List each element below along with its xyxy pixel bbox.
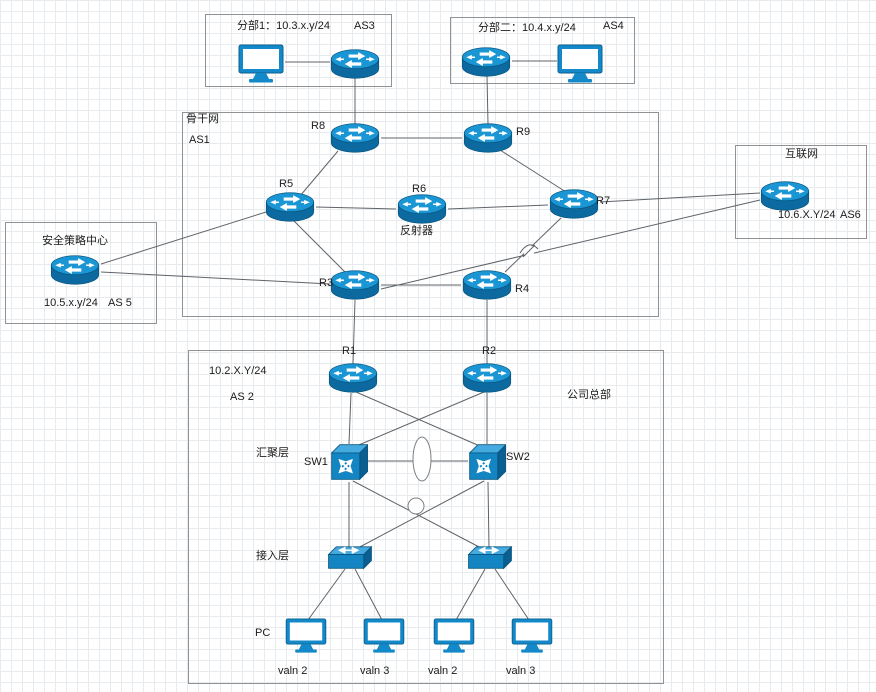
router-r7-icon[interactable]	[548, 189, 600, 219]
label-aggregation-layer: 汇聚层	[256, 447, 289, 459]
branch2-pc-monitor-icon[interactable]	[557, 44, 603, 84]
label-r8: R8	[311, 120, 326, 132]
branch1-title: 分部1：10.3.x.y/24	[237, 20, 330, 32]
backbone-as-label: AS1	[189, 134, 210, 146]
access-switch2-icon[interactable]	[467, 546, 513, 570]
label-sw2: SW2	[506, 451, 530, 463]
router-r8-icon[interactable]	[329, 123, 381, 153]
label-r9: R9	[516, 126, 531, 138]
pc3-monitor-icon[interactable]	[433, 618, 475, 654]
branch1-pc-monitor-icon[interactable]	[238, 44, 284, 84]
hq-box[interactable]	[188, 350, 664, 684]
label-r3: R3	[319, 277, 334, 289]
router-r3-icon[interactable]	[329, 270, 381, 300]
label-r6-role: 反射器	[400, 225, 433, 237]
internet-router-icon[interactable]	[759, 181, 811, 211]
branch1-router-icon[interactable]	[329, 49, 381, 79]
router-r2-icon[interactable]	[461, 363, 513, 393]
hq-as-label: AS 2	[230, 391, 254, 403]
label-vlan-pc1: valn 2	[278, 665, 308, 677]
security-router-icon[interactable]	[49, 255, 101, 285]
security-title: 安全策略中心	[42, 235, 108, 247]
label-sw1: SW1	[304, 456, 328, 468]
branch1-as-label: AS3	[354, 20, 375, 32]
label-pc: PC	[255, 627, 271, 639]
access-switch1-icon[interactable]	[327, 546, 373, 570]
branch2-title: 分部二：10.4.x.y/24	[478, 22, 576, 34]
layer3-switch-sw1-icon[interactable]	[330, 442, 368, 482]
label-r5: R5	[279, 178, 294, 190]
internet-title: 互联网	[785, 148, 818, 160]
label-access-layer: 接入层	[256, 550, 289, 562]
label-vlan-pc3: valn 2	[428, 665, 458, 677]
label-r1: R1	[342, 345, 357, 357]
backbone-title: 骨干网	[186, 113, 219, 125]
branch2-box[interactable]	[450, 17, 635, 84]
internet-subnet: 10.6.X.Y/24	[778, 209, 836, 221]
router-r6-icon[interactable]	[396, 194, 448, 224]
label-r7: R7	[596, 195, 611, 207]
pc1-monitor-icon[interactable]	[285, 618, 327, 654]
label-vlan-pc2: valn 3	[360, 665, 390, 677]
router-r1-icon[interactable]	[327, 363, 379, 393]
router-r4-icon[interactable]	[461, 270, 513, 300]
hq-subnet: 10.2.X.Y/24	[209, 365, 267, 377]
internet-box[interactable]	[735, 145, 867, 239]
internet-as-label: AS6	[840, 209, 861, 221]
router-r5-icon[interactable]	[264, 192, 316, 222]
security-as-label: AS 5	[108, 297, 132, 309]
label-vlan-pc4: valn 3	[506, 665, 536, 677]
layer3-switch-sw2-icon[interactable]	[468, 442, 506, 482]
label-r6: R6	[412, 183, 427, 195]
label-r4: R4	[515, 283, 530, 295]
branch2-router-icon[interactable]	[460, 47, 512, 77]
branch2-as-label: AS4	[603, 20, 624, 32]
security-subnet: 10.5.x.y/24	[44, 297, 98, 309]
pc2-monitor-icon[interactable]	[363, 618, 405, 654]
router-r9-icon[interactable]	[462, 123, 514, 153]
branch1-box[interactable]	[205, 14, 392, 87]
pc4-monitor-icon[interactable]	[511, 618, 553, 654]
hq-title: 公司总部	[567, 389, 611, 401]
label-r2: R2	[482, 345, 497, 357]
